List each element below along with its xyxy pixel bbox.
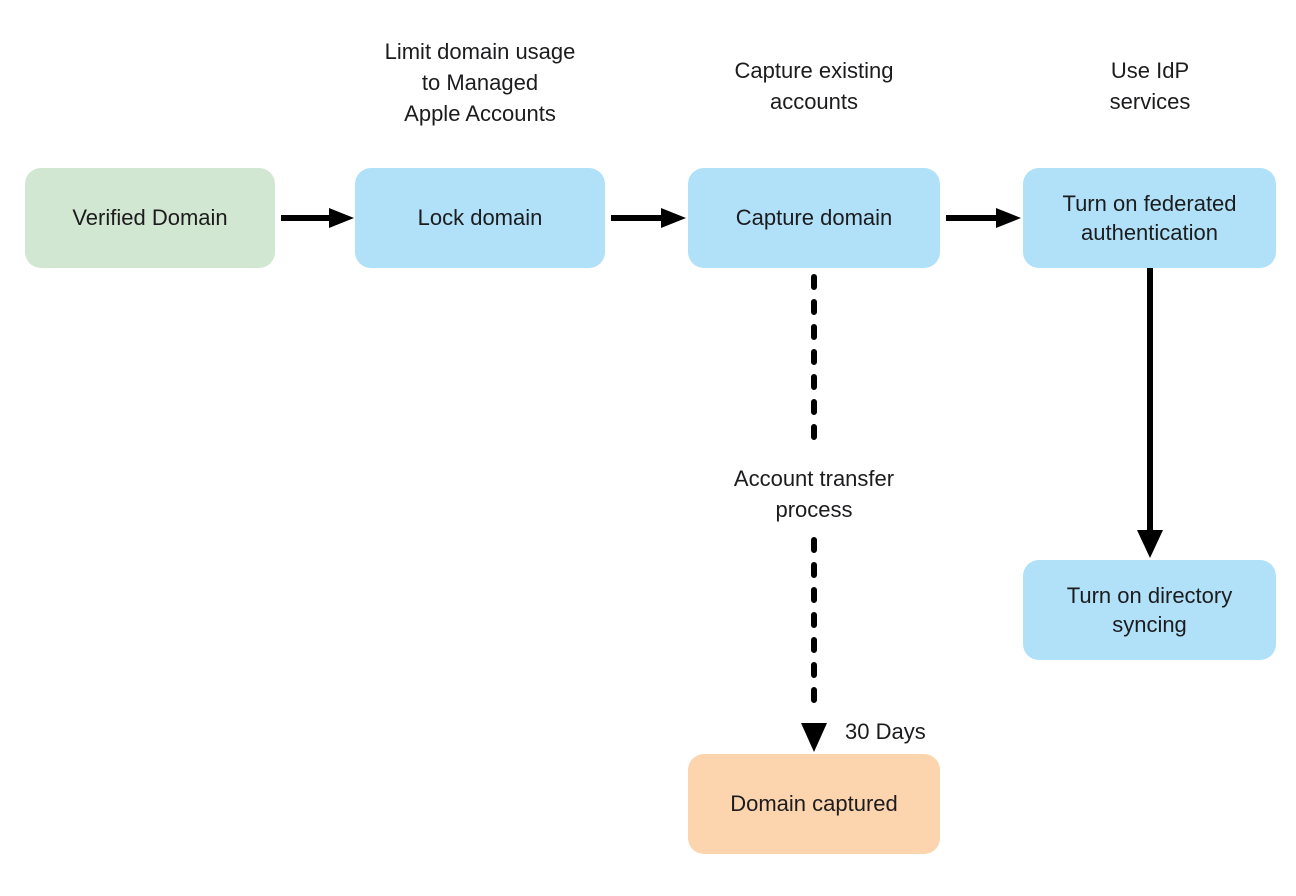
node-federated-authentication-label: Turn on federated authentication (1062, 190, 1237, 245)
node-lock-domain-label: Lock domain (417, 205, 543, 231)
node-domain-captured-label: Domain captured (730, 791, 898, 817)
node-lock-domain: Lock domain (355, 168, 605, 268)
node-verified-domain-label: Verified Domain (72, 205, 228, 231)
annotation-account-transfer-process: Account transfer process (727, 461, 901, 527)
arrowhead-federated-to-directory-icon (1137, 530, 1163, 558)
node-domain-captured: Domain captured (688, 754, 940, 854)
arrowhead-capture-to-captured-icon (801, 723, 827, 752)
arrowhead-verified-to-lock-icon (329, 208, 354, 228)
annotation-limit-domain-usage: Limit domain usage to Managed Apple Acco… (384, 39, 576, 126)
node-directory-syncing: Turn on directory syncing (1023, 560, 1276, 660)
arrowhead-lock-to-capture-icon (661, 208, 686, 228)
node-federated-authentication: Turn on federated authentication (1023, 168, 1276, 268)
annotation-use-idp-services: Use IdP services (1109, 58, 1191, 114)
node-capture-domain: Capture domain (688, 168, 940, 268)
arrowhead-capture-to-federated-icon (996, 208, 1021, 228)
annotation-capture-existing-accounts: Capture existing accounts (734, 58, 894, 114)
node-capture-domain-label: Capture domain (735, 205, 893, 231)
annotation-30-days: 30 Days (845, 719, 926, 744)
node-verified-domain: Verified Domain (25, 168, 275, 268)
node-directory-syncing-label: Turn on directory syncing (1066, 582, 1233, 637)
